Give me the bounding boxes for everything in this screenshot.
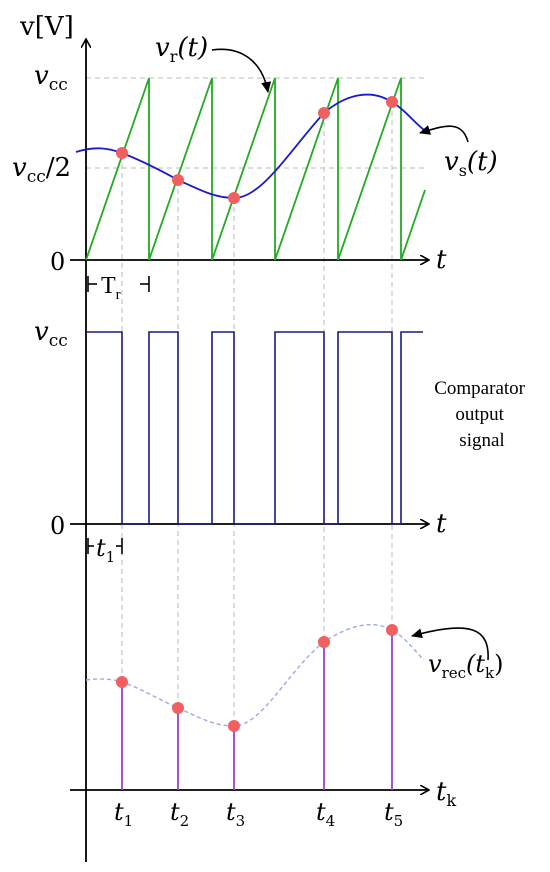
intersection-dots xyxy=(116,96,398,204)
t-axis-label-mid: t xyxy=(436,509,447,539)
y-axis-label: v[V] xyxy=(19,12,74,42)
comparator-label: Comparator output signal xyxy=(434,378,530,451)
sample-guide-lines xyxy=(121,102,393,780)
vr-label: vr(t) xyxy=(155,33,208,66)
sample-tick-t2: t2 xyxy=(170,798,189,830)
zero-label-top: 0 xyxy=(50,248,65,276)
tr-bracket xyxy=(87,276,150,292)
t-axis-label-top: t xyxy=(436,245,447,275)
sample-tick-t4: t4 xyxy=(316,798,335,830)
vs-callout-arrow xyxy=(419,125,469,143)
vcc-label-mid: vcc xyxy=(34,317,68,351)
vrec-label: vrec(tk) xyxy=(428,650,504,682)
tr-label: Tr xyxy=(101,273,121,303)
axes xyxy=(70,40,428,862)
sample-stems xyxy=(121,630,393,790)
sample-dots xyxy=(116,624,398,732)
reference-level-lines xyxy=(86,77,425,169)
vrec-callout-arrow xyxy=(411,627,489,661)
comparator-output-signal xyxy=(86,331,423,525)
sample-tick-t5: t5 xyxy=(384,798,403,830)
t1-bracket-label: t1 xyxy=(96,534,115,566)
tk-axis-label: tk xyxy=(436,777,456,810)
t1-bracket xyxy=(87,538,123,554)
vr-callout-arrow xyxy=(211,48,272,93)
vs-label: vs(t) xyxy=(444,147,498,180)
vcc-label-top: vcc xyxy=(34,61,68,95)
input-signal-vs xyxy=(75,93,425,199)
sample-tick-t3: t3 xyxy=(226,798,245,830)
zero-label-mid: 0 xyxy=(50,512,65,540)
ramp-signal xyxy=(85,77,426,261)
sample-tick-t1: t1 xyxy=(114,798,133,830)
reconstructed-signal-curve xyxy=(85,623,425,727)
vcc-half-label: vcc/2 xyxy=(12,153,71,187)
